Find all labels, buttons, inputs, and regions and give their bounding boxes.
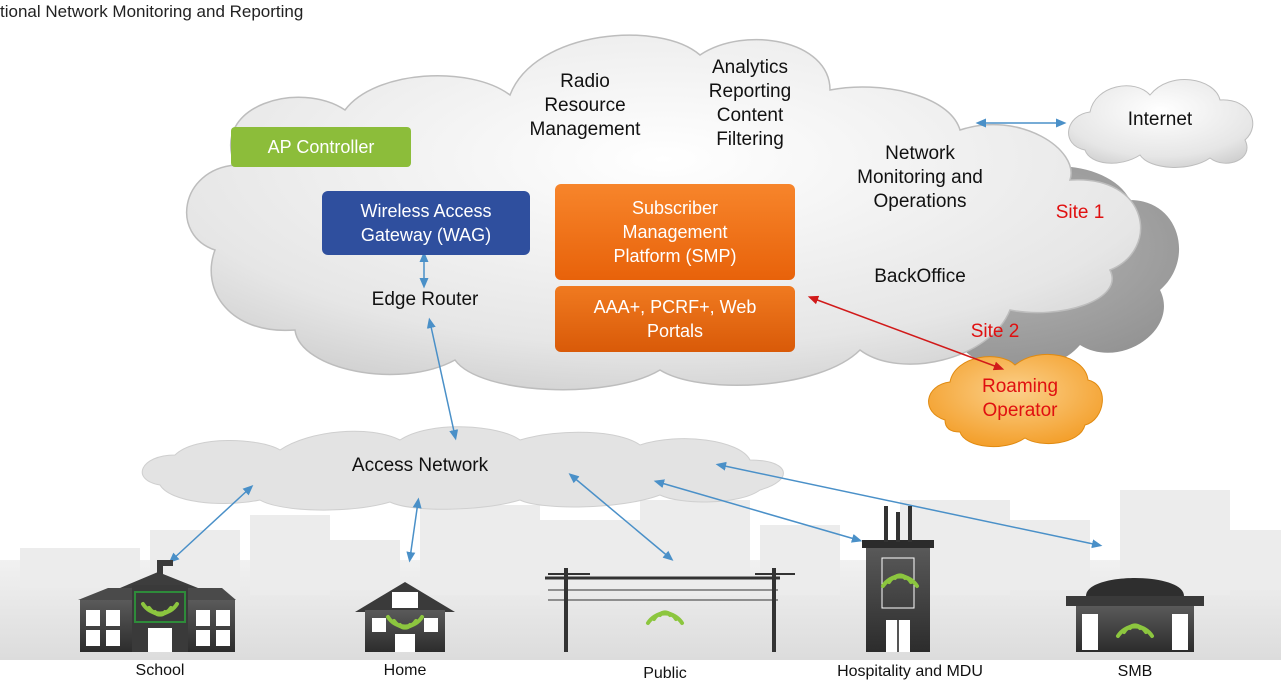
link-home bbox=[406, 497, 422, 563]
smp-box: Subscriber Management Platform (SMP) bbox=[555, 184, 795, 280]
link-smb bbox=[715, 461, 1103, 549]
aaa-box: AAA+, PCRF+, Web Portals bbox=[555, 286, 795, 352]
school-icon bbox=[78, 560, 236, 652]
network-monitoring-label: Network Monitoring and Operations bbox=[857, 143, 983, 212]
link-edge-access bbox=[426, 317, 459, 441]
venue-label-public: Public bbox=[643, 665, 687, 682]
internet-cloud bbox=[1068, 79, 1254, 168]
backoffice-label: BackOffice bbox=[874, 266, 966, 287]
access-network-label: Access Network bbox=[351, 455, 489, 476]
wifi-signals bbox=[141, 573, 1154, 638]
wifi-icon bbox=[1116, 623, 1154, 638]
wifi-icon bbox=[646, 610, 684, 625]
link-school bbox=[168, 484, 254, 564]
tower-building-icon bbox=[862, 506, 934, 652]
venue-label-school: School bbox=[135, 662, 185, 679]
site1-label: Site 1 bbox=[1055, 202, 1105, 223]
venue-label-smb: SMB bbox=[1117, 663, 1153, 680]
shop-icon bbox=[1066, 578, 1204, 652]
link-roaming bbox=[807, 295, 1005, 371]
wifi-icon bbox=[386, 615, 424, 630]
house-icon bbox=[355, 582, 455, 652]
venue-label-home: Home bbox=[383, 662, 427, 679]
edge-router-label: Edge Router bbox=[371, 289, 479, 310]
ap-controller-box: AP Controller bbox=[231, 127, 411, 167]
internet-label: Internet bbox=[1127, 109, 1193, 130]
power-pole-icon bbox=[545, 568, 795, 652]
roaming-cloud bbox=[928, 353, 1103, 448]
page-title: tional Network Monitoring and Reporting bbox=[0, 2, 304, 21]
link-public bbox=[568, 473, 674, 561]
radio-resource-label: Radio Resource Management bbox=[529, 71, 641, 140]
venue-label-hospitality: Hospitality and MDU bbox=[837, 663, 983, 680]
blue-links bbox=[168, 118, 1103, 564]
wifi-icon bbox=[141, 602, 179, 617]
wag-box: Wireless Access Gateway (WAG) bbox=[322, 191, 530, 255]
wifi-icon bbox=[881, 573, 919, 588]
site2-label: Site 2 bbox=[970, 321, 1020, 342]
roaming-operator-label: Roaming Operator bbox=[981, 376, 1059, 421]
analytics-label: Analytics Reporting Content Filtering bbox=[708, 57, 792, 150]
